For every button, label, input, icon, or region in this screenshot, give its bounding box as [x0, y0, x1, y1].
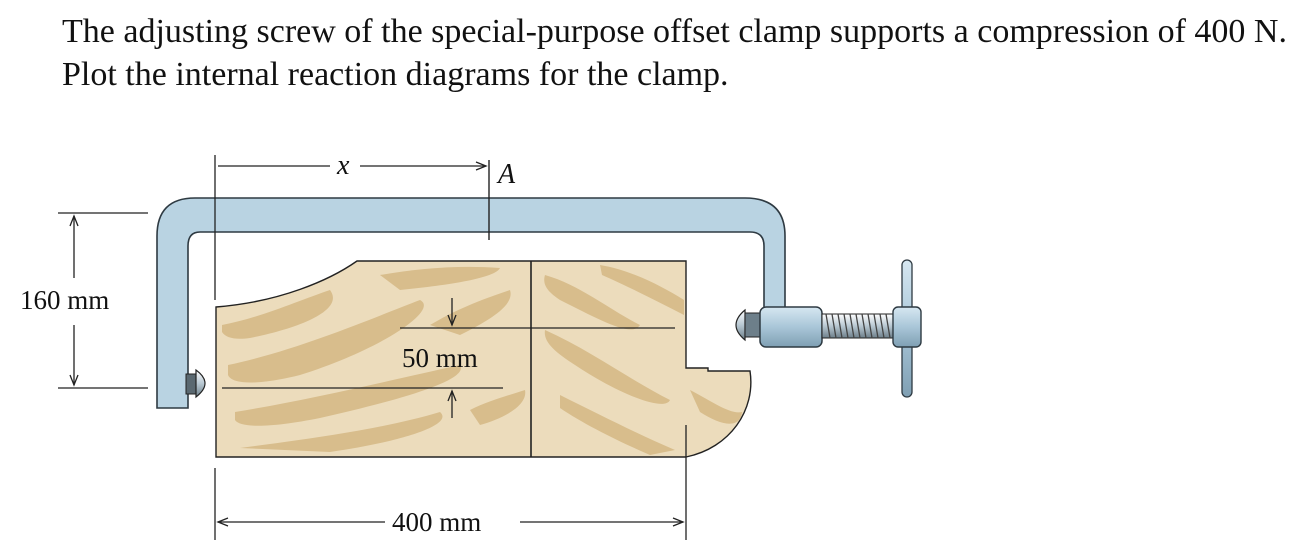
x-label: x	[336, 150, 350, 181]
length-label: 400 mm	[392, 507, 481, 537]
length-dimension: 400 mm	[214, 425, 687, 540]
offset-label: 50 mm	[402, 343, 478, 373]
t-handle	[892, 259, 922, 398]
problem-statement: The adjusting screw of the special-purpo…	[62, 13, 1287, 93]
x-dimension: x	[214, 150, 488, 300]
point-a-label: A	[496, 159, 516, 190]
screw-pad	[735, 308, 764, 342]
height-label: 160 mm	[20, 285, 109, 315]
adjusting-screw	[821, 313, 898, 339]
height-dimension: 160 mm	[20, 212, 148, 389]
wood-block	[215, 260, 752, 458]
offset-dimension: 50 mm	[222, 298, 675, 418]
screw-housing	[759, 306, 823, 348]
left-pad	[185, 368, 206, 399]
offset-clamp-figure: A x 160 mm 50 mm 400 mm	[20, 150, 922, 540]
